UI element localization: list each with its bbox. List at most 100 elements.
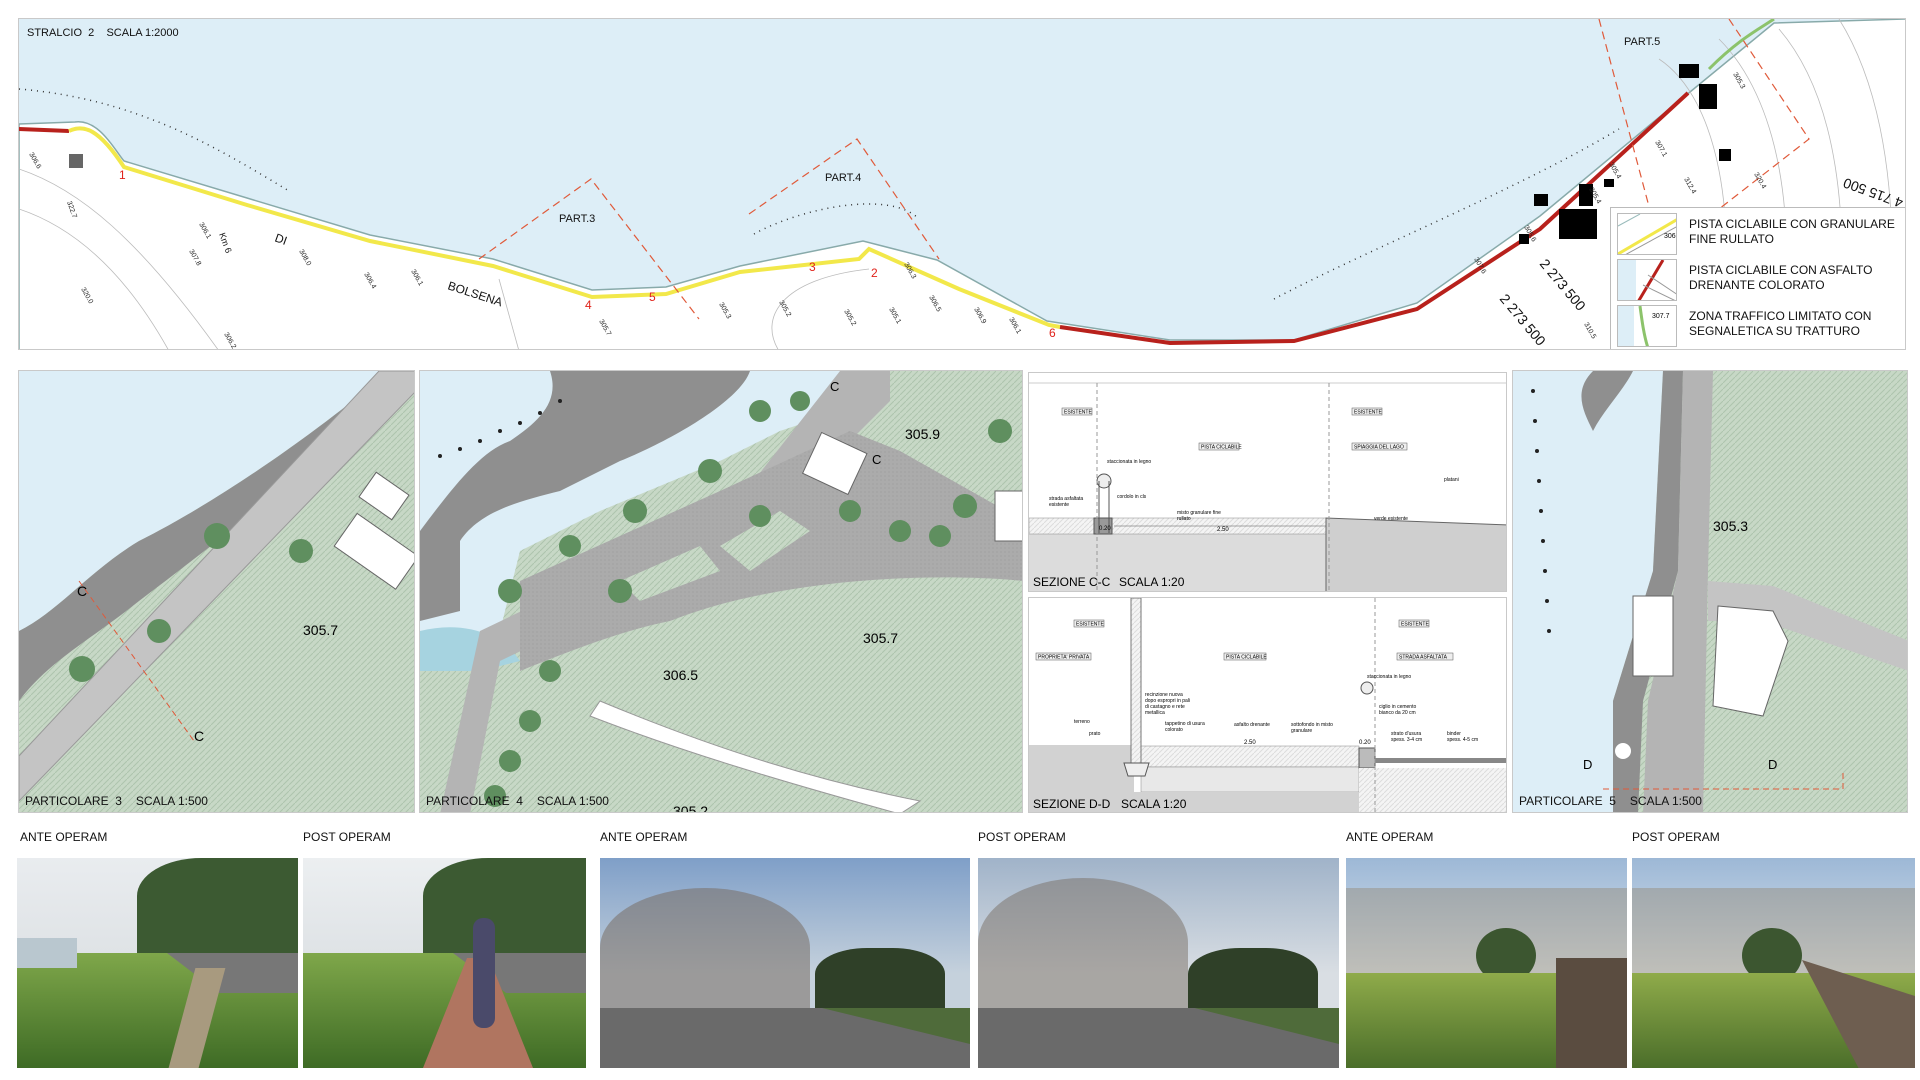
svg-text:rullato: rullato (1177, 516, 1191, 522)
map-drawing: PART.3 PART.4 PART.5 DI BOLSENA Km 6 1 2… (19, 19, 1905, 349)
svg-text:granulare: granulare (1291, 728, 1312, 734)
svg-text:strato d'usura: strato d'usura (1391, 731, 1421, 737)
svg-text:307.7: 307.7 (1652, 313, 1670, 320)
buildings (1519, 64, 1731, 244)
part-3-label: PART.3 (559, 213, 595, 225)
photo-ante-3 (1346, 858, 1627, 1068)
svg-text:0.20: 0.20 (1359, 740, 1371, 746)
section-mark: C (872, 452, 881, 467)
svg-text:binder: binder (1447, 731, 1461, 737)
svg-text:306: 306 (1664, 233, 1676, 240)
dotted-line (1531, 389, 1551, 633)
section-mark: D (1583, 757, 1592, 772)
svg-text:staccionata in legno: staccionata in legno (1107, 459, 1151, 465)
trees (69, 523, 313, 682)
svg-text:STRADA ASFALTATA: STRADA ASFALTATA (1399, 655, 1448, 661)
svg-text:colorato: colorato (1165, 727, 1183, 733)
svg-text:staccionata in legno: staccionata in legno (1367, 674, 1411, 680)
svg-text:2: 2 (871, 266, 878, 280)
trees (484, 391, 1012, 807)
svg-text:6: 6 (1049, 326, 1056, 340)
elevation-label: 305.2 (673, 803, 708, 813)
legend-label: FINE RULLATO (1689, 232, 1774, 246)
photo-label-post: POST OPERAM (303, 830, 391, 844)
detail-frames (478, 19, 1810, 320)
svg-text:verde esistente: verde esistente (1374, 516, 1408, 522)
photo-ante-2 (600, 858, 970, 1068)
section-mark: C (77, 583, 87, 599)
svg-text:esistente: esistente (1049, 502, 1069, 508)
section-d-d: ESISTENTE PROPRIETA' PRIVATA PISTA CICLA… (1028, 597, 1507, 813)
svg-text:platani: platani (1444, 477, 1459, 483)
overview-map-stralcio-2: PART.3 PART.4 PART.5 DI BOLSENA Km 6 1 2… (18, 18, 1906, 350)
svg-text:spess. 3-4 cm: spess. 3-4 cm (1391, 737, 1422, 743)
svg-text:sottofondo in misto: sottofondo in misto (1291, 722, 1333, 728)
svg-text:di castagno e rete: di castagno e rete (1145, 704, 1185, 710)
section-notes: staccionata in legno cordolo in cls stra… (1049, 459, 1459, 533)
photo-label-ante: ANTE OPERAM (20, 830, 108, 844)
svg-text:PISTA CICLABILE: PISTA CICLABILE (1201, 445, 1242, 451)
photo-label-post: POST OPERAM (978, 830, 1066, 844)
svg-text:5: 5 (649, 290, 656, 304)
granular-path (68, 126, 1061, 329)
part-5-label: PART.5 (1624, 36, 1660, 48)
detail-particolare-4: C C 305.9 305.7 306.5 305.2 PARTICOLARE … (419, 370, 1023, 813)
dotted-lake-limit (753, 203, 920, 235)
section-tags: ESISTENTE PROPRIETA' PRIVATA PISTA CICLA… (1035, 619, 1454, 661)
svg-text:tappetino di usura: tappetino di usura (1165, 721, 1205, 727)
section-title: SEZIONE D-D (1033, 797, 1111, 811)
svg-text:2.50: 2.50 (1244, 740, 1256, 746)
asphalt-path (1059, 91, 1690, 346)
svg-text:3: 3 (809, 260, 816, 274)
elevation-label: 305.7 (303, 622, 338, 638)
svg-text:bianco da 20 cm: bianco da 20 cm (1379, 710, 1416, 716)
svg-text:PROPRIETA' PRIVATA: PROPRIETA' PRIVATA (1038, 655, 1090, 661)
svg-text:2.50: 2.50 (1217, 527, 1229, 533)
svg-text:prato: prato (1089, 731, 1101, 737)
section-notes: recinzione nuova dopo espropri in pali d… (1074, 674, 1478, 746)
section-mark: C (830, 379, 839, 394)
photo-post-3 (1632, 858, 1915, 1068)
building-gray (69, 154, 83, 168)
asphalt-path-swatch (1617, 259, 1677, 301)
elevation-label: 305.3 (1713, 518, 1748, 534)
legend-label: PISTA CICLABILE CON ASFALTO (1689, 263, 1873, 277)
limited-traffic-zone (1707, 19, 1775, 71)
limited-traffic-swatch: 307.7 (1617, 305, 1677, 347)
legend-label: SEGNALETICA SU TRATTURO (1689, 324, 1860, 338)
section-c-c: ESISTENTE PISTA CICLABILE ESISTENTE SPIA… (1028, 372, 1507, 592)
svg-text:cordolo in cls: cordolo in cls (1117, 494, 1147, 500)
asphalt-path-west (19, 127, 70, 133)
svg-text:ESISTENTE: ESISTENTE (1076, 622, 1104, 628)
svg-text:0.20: 0.20 (1099, 526, 1111, 532)
photo-post-2 (978, 858, 1339, 1068)
section-scale: SCALA 1:20 (1121, 797, 1187, 811)
map-title: STRALCIO 2 SCALA 1:2000 (27, 27, 179, 39)
elevation-label: 305.9 (905, 426, 940, 442)
photo-label-ante: ANTE OPERAM (600, 830, 688, 844)
part-4-label: PART.4 (825, 172, 861, 184)
svg-text:metallica: metallica (1145, 710, 1165, 716)
photo-label-ante: ANTE OPERAM (1346, 830, 1434, 844)
svg-text:recinzione nuova: recinzione nuova (1145, 692, 1183, 698)
section-mark: D (1768, 757, 1777, 772)
photo-label-post: POST OPERAM (1632, 830, 1720, 844)
elevation-label: 305.7 (863, 630, 898, 646)
svg-text:asfalto drenante: asfalto drenante (1234, 722, 1270, 728)
svg-text:ESISTENTE: ESISTENTE (1354, 410, 1382, 416)
photo-post-1 (303, 858, 586, 1068)
photo-markers: 1 2 3 4 5 6 (119, 168, 1056, 340)
legend-label: PISTA CICLABILE CON GRANULARE (1689, 217, 1895, 231)
granular-path-swatch: 306 (1617, 213, 1677, 255)
svg-text:PISTA CICLABILE: PISTA CICLABILE (1226, 655, 1267, 661)
svg-text:strada asfaltata: strada asfaltata (1049, 496, 1083, 502)
svg-text:terreno: terreno (1074, 719, 1090, 725)
elevation-label: 306.5 (663, 667, 698, 683)
